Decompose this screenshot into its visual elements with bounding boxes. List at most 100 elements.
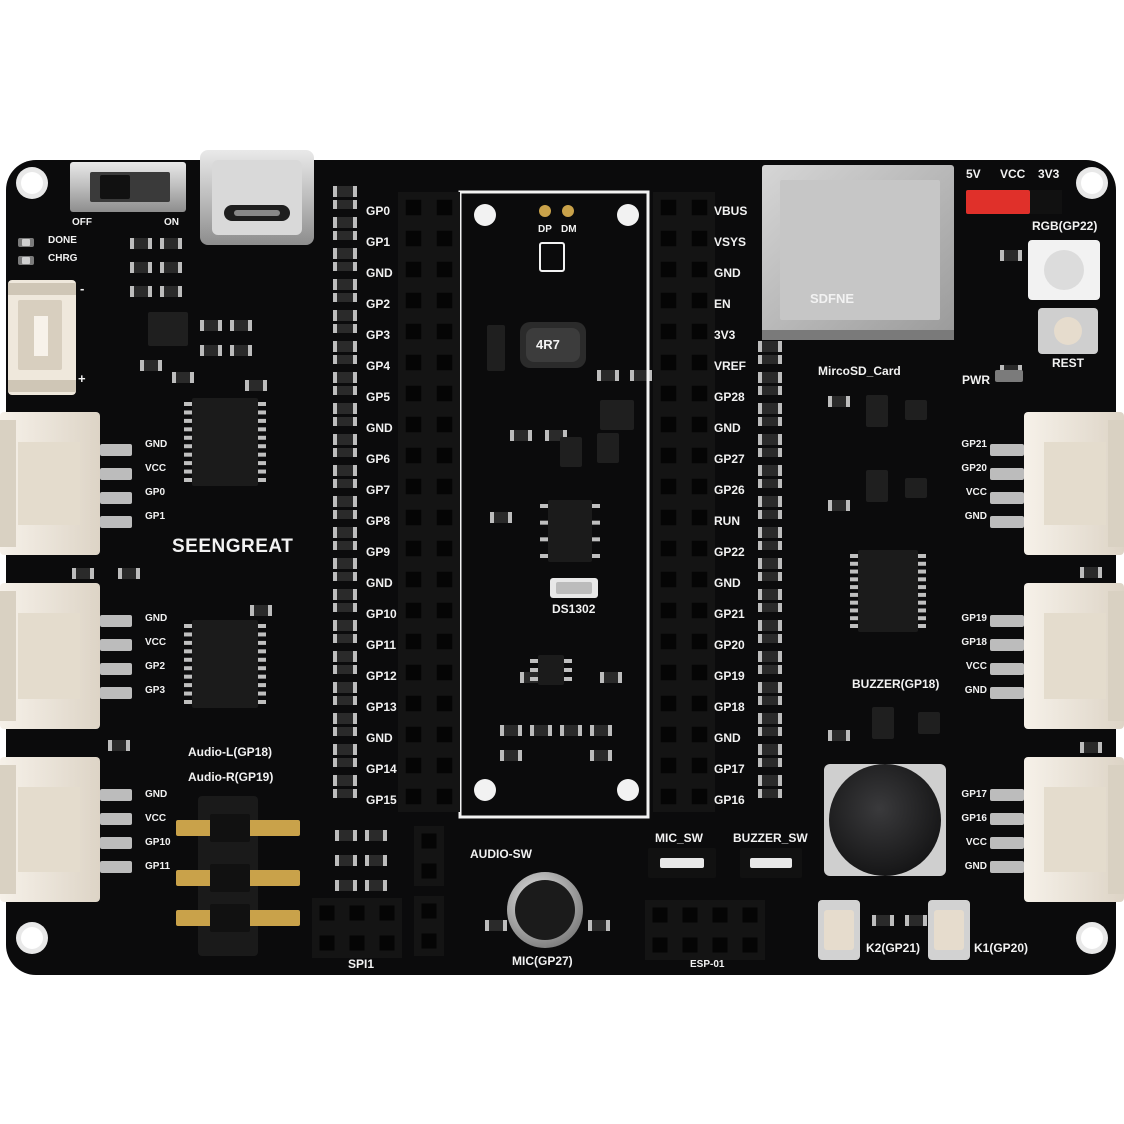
left-pin-label: GP1 [366,235,391,249]
audio-right-label: Audio-R(GP19) [188,770,274,784]
smd-component [758,651,782,662]
grove-pin [990,516,1024,528]
smd-component [333,434,357,445]
smd-component [333,727,357,736]
smd-component [333,231,357,240]
smd-component [758,465,782,476]
grove-pin [990,615,1024,627]
pin-header-right [653,192,715,812]
smd-component [485,920,507,931]
smd-component [333,744,357,755]
left-pin-label: GP2 [366,297,391,311]
grove-pin [990,492,1024,504]
sd-card-label: MircoSD_Card [818,364,901,378]
left-pin-label: GP5 [366,390,391,404]
transistor [600,400,634,430]
ic-chip [530,655,572,685]
smd-component [333,620,357,631]
left-pin-label: GP10 [366,607,397,621]
smd-component [333,789,357,798]
right-pin-label: GP19 [714,669,745,683]
grove-pin [100,615,132,627]
usb-pad-dp [539,205,551,217]
smd-component [758,558,782,569]
transistor [487,325,505,371]
pwr-led [995,370,1023,382]
grove-right-label: GP19 [961,613,987,624]
grove-left-label: GP2 [145,661,166,672]
grove-pin [990,837,1024,849]
pico-mount-hole [474,204,496,226]
left-pin-label: GP0 [366,204,391,218]
smd-component [828,500,850,511]
smd-component [758,744,782,755]
smd-component [758,448,782,457]
smd-component [758,434,782,445]
grove-right-label: GND [964,511,987,522]
grove-right-label: GND [964,861,987,872]
led-chrg-label: CHRG [48,253,78,264]
right-pin-label: GP22 [714,545,745,559]
power-slide-switch [70,162,186,212]
smd-component [758,665,782,674]
grove-pin [990,639,1024,651]
smd-component [758,541,782,550]
smd-component [758,417,782,426]
smd-component [333,324,357,333]
smd-component [333,279,357,290]
smd-component [758,496,782,507]
pwr-led-label: PWR [962,373,990,387]
smd-component [758,696,782,705]
smd-component [333,713,357,724]
smd-component [335,855,357,866]
grove-connector-right [990,583,1124,729]
right-pin-label: VBUS [714,204,748,218]
usb-pad-dm [562,205,574,217]
grove-pin [990,687,1024,699]
right-pin-label: GP20 [714,638,745,652]
battery-plus-label: + [78,371,86,386]
grove-left-label: GP11 [145,861,171,872]
grove-pin [100,516,132,528]
led-done-label: DONE [48,235,77,246]
smd-component [333,541,357,550]
right-pin-label: GP26 [714,483,745,497]
smd-component [200,345,222,356]
grove-left-label: GP0 [145,487,166,498]
smd-component [108,740,130,751]
pico-mount-hole [474,779,496,801]
left-pin-label: GP4 [366,359,391,373]
pico-mount-hole [617,779,639,801]
right-pin-label: GND [714,421,741,435]
rgb-led [1028,240,1100,300]
smd-component [160,262,182,273]
key1-label: K1(GP20) [974,941,1029,955]
smd-component [590,725,612,736]
right-pin-label: GP21 [714,607,745,621]
smd-component [530,725,552,736]
ic-chip [850,550,926,632]
smd-component [118,568,140,579]
smd-component [500,725,522,736]
reset-button [1038,308,1098,354]
grove-left-label: GP1 [145,511,166,522]
smd-component [1000,250,1022,261]
smd-component [1080,567,1102,578]
grove-pin [990,813,1024,825]
smd-component [333,341,357,352]
pico-mount-hole [617,204,639,226]
smd-component [758,589,782,600]
left-pin-label: GP13 [366,700,397,714]
grove-left-label: GP3 [145,685,166,696]
mounting-hole [1076,167,1108,199]
left-pin-label: GP14 [366,762,397,776]
left-pin-label: GND [366,266,393,280]
smd-component [758,355,782,364]
battery-minus-label: - [80,281,85,296]
audio-sw-header [414,896,444,956]
right-pin-label: GND [714,731,741,745]
grove-pin [100,663,132,675]
mounting-hole [1076,922,1108,954]
smd-component [172,372,194,383]
